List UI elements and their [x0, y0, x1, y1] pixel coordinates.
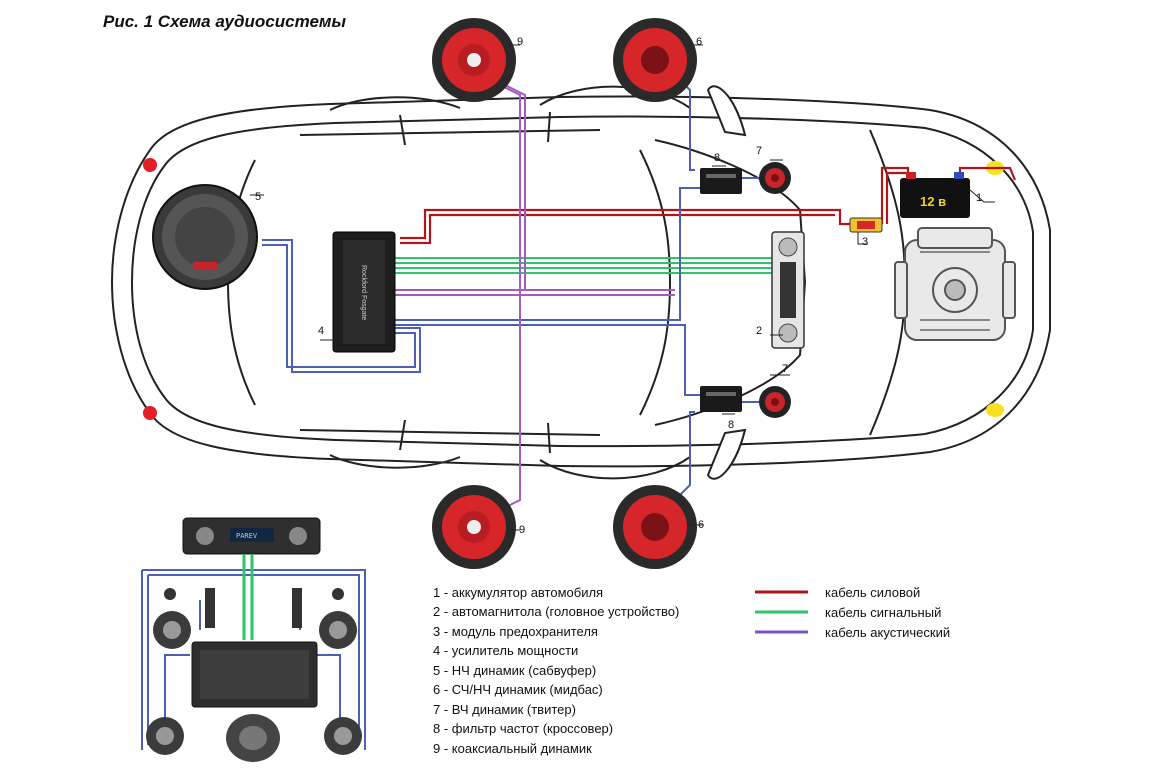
label-n7b: 7: [782, 363, 788, 375]
component-9: 9 - коаксиальный динамик: [433, 741, 592, 756]
label-n2: 2: [756, 325, 762, 337]
component-1: 1 - аккумулятор автомобиля: [433, 585, 603, 600]
coaxial-speaker-top: [432, 18, 516, 102]
label-n8b: 8: [728, 419, 734, 431]
component-2: 2 - автомагнитола (головное устройство): [433, 604, 679, 619]
label-n5: 5: [255, 191, 261, 203]
figure-title: Рис. 1 Схема аудиосистемы: [103, 12, 346, 31]
car-body: [110, 85, 1051, 480]
label-n3: 3: [862, 236, 868, 248]
crossover-top: [700, 168, 742, 194]
crossover-bottom: [700, 386, 742, 412]
midbass-speaker-top: [613, 18, 697, 102]
head-unit: [771, 231, 805, 349]
component-4: 4 - усилитель мощности: [433, 643, 578, 658]
subwoofer: [152, 184, 258, 290]
label-n6b: 6: [698, 519, 704, 531]
battery-label: 12 в: [920, 194, 946, 209]
tweeter-bottom: [759, 386, 791, 418]
component-5: 5 - НЧ динамик (сабвуфер): [433, 663, 596, 678]
acoustic-cable: [262, 79, 760, 511]
head-unit-display: PAREV: [236, 532, 258, 540]
label-n9a: 9: [517, 36, 523, 48]
tweeter-top: [759, 162, 791, 194]
amplifier: Rockford Fosgate: [332, 231, 396, 353]
component-6: 6 - СЧ/НЧ динамик (мидбас): [433, 682, 603, 697]
component-7: 7 - ВЧ динамик (твитер): [433, 702, 576, 717]
label-n9b: 9: [519, 524, 525, 536]
midbass-speaker-bottom: [613, 485, 697, 569]
coaxial-speaker-bottom: [432, 485, 516, 569]
rear-light-top: [143, 158, 157, 172]
label-n4: 4: [318, 325, 324, 337]
battery: 12 в: [900, 172, 970, 218]
signal-cable: [395, 257, 775, 274]
power-cable: [400, 166, 1017, 245]
label-n1: 1: [976, 192, 982, 204]
headlight-bottom: [986, 403, 1004, 417]
mini-schematic: PAREV: [141, 517, 366, 762]
fuse-module: [849, 217, 883, 233]
cable-legend: кабель силовой кабель сигнальный кабель …: [755, 585, 950, 640]
component-8: 8 - фильтр частот (кроссовер): [433, 721, 613, 736]
label-n7a: 7: [756, 145, 762, 157]
components-list: 1 - аккумулятор автомобиля 2 - автомагни…: [433, 585, 679, 756]
engine-icon: [894, 227, 1016, 341]
svg-text:Rockford Fosgate: Rockford Fosgate: [360, 265, 367, 320]
power-cable-label: кабель силовой: [825, 585, 920, 600]
callouts: 1 2 3 4 5 6 6 7 7 8 8 9 9: [250, 36, 995, 536]
label-n8a: 8: [714, 152, 720, 164]
acoustic-cable-label: кабель акустический: [825, 625, 950, 640]
component-3: 3 - модуль предохранителя: [433, 624, 598, 639]
signal-cable-label: кабель сигнальный: [825, 605, 941, 620]
label-n6a: 6: [696, 36, 702, 48]
rear-light-bottom: [143, 406, 157, 420]
